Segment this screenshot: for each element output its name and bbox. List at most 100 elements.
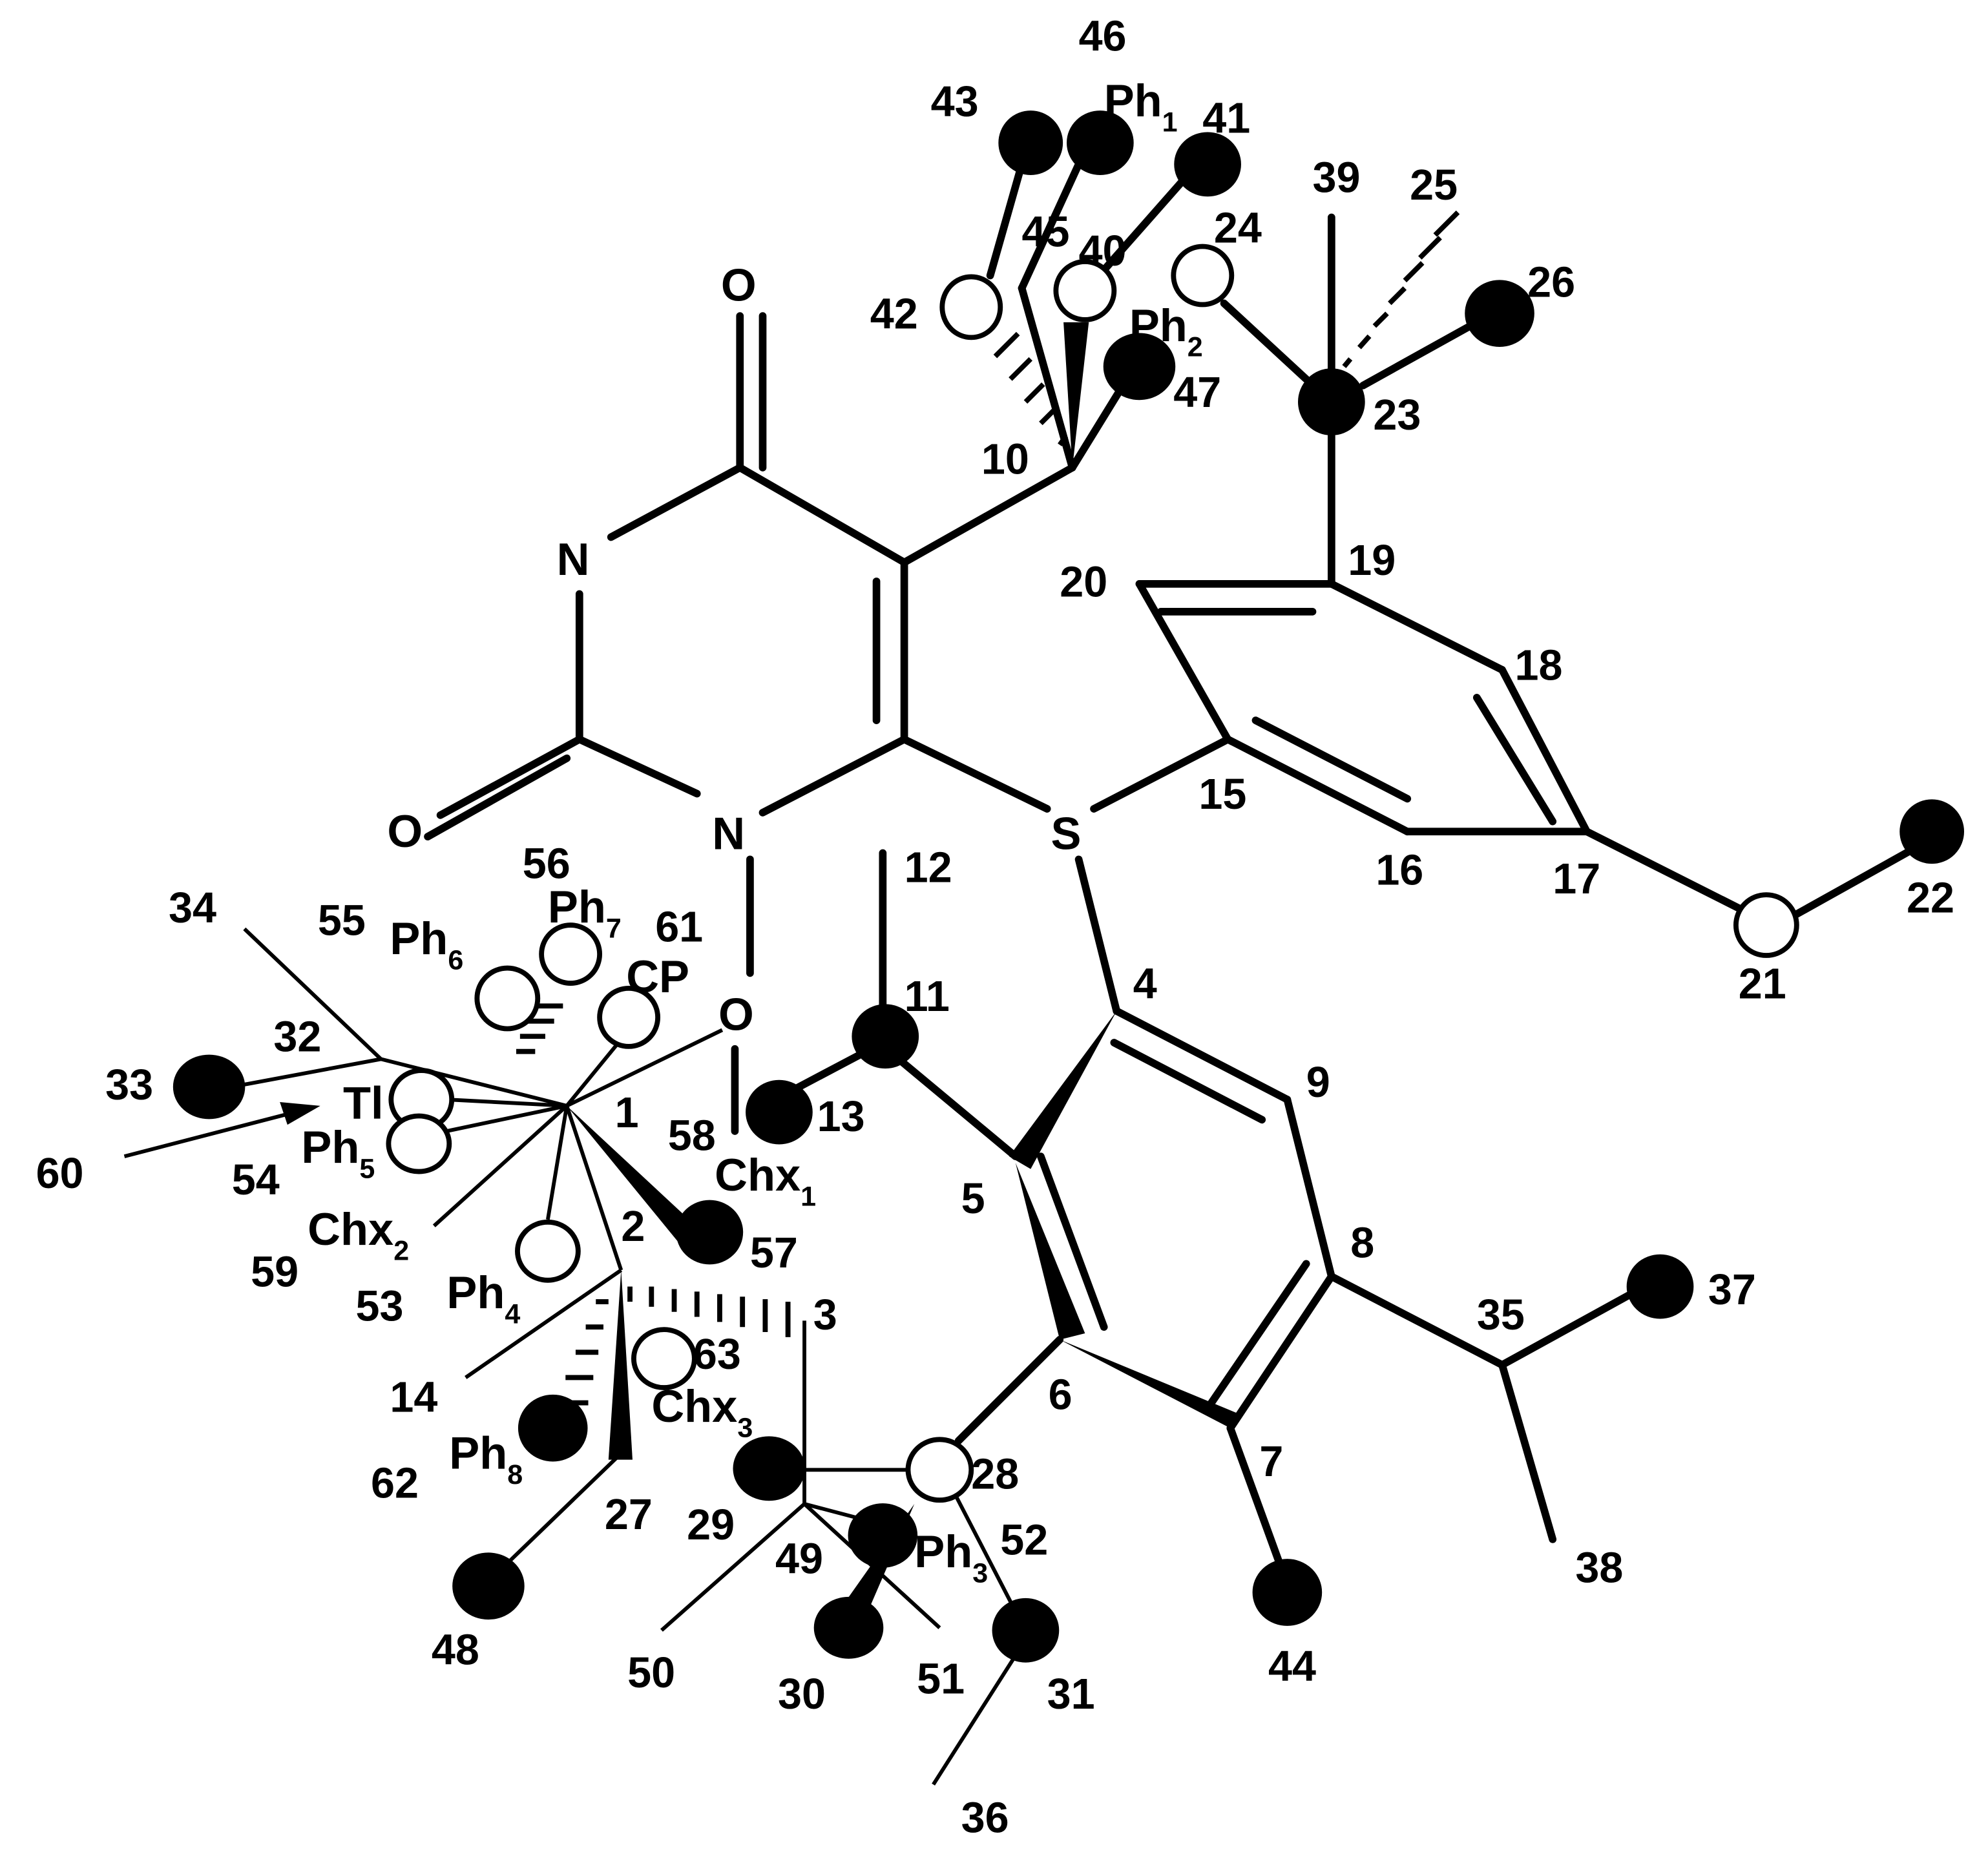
- bond: [1251, 716, 1412, 803]
- bond: [432, 1104, 569, 1227]
- filled-atom: [998, 110, 1063, 175]
- filled-atom: [733, 1436, 806, 1501]
- filled-atom: [1066, 110, 1134, 175]
- atom-number: 9: [1306, 1059, 1330, 1107]
- bond: [759, 735, 908, 817]
- group-label-ph: Ph7: [548, 881, 622, 944]
- bond: [565, 1105, 623, 1271]
- atom-number: 7: [1259, 1438, 1283, 1486]
- bond: [932, 1654, 1018, 1786]
- atom-number: 3: [813, 1291, 837, 1339]
- group-label-ph: Ph2: [1129, 300, 1203, 362]
- wedge-bond: [1009, 1011, 1117, 1169]
- open-atom: [515, 1219, 581, 1283]
- filled-atom: [1626, 1254, 1694, 1319]
- atom-number: 57: [750, 1229, 798, 1277]
- filled-atom: [676, 1200, 744, 1265]
- atom-layer: [173, 110, 1965, 1663]
- filled-atom: [452, 1552, 525, 1620]
- atom-number: 41: [1202, 94, 1250, 142]
- atom-number: 15: [1198, 771, 1246, 818]
- bond: [446, 1103, 567, 1133]
- filled-atom: [518, 1394, 588, 1462]
- bond: [1226, 1273, 1335, 1432]
- atom-number: 42: [870, 291, 918, 339]
- wedge-bond: [608, 1270, 633, 1460]
- filled-atom: [992, 1598, 1060, 1663]
- bond: [380, 1057, 567, 1108]
- bond: [1327, 579, 1506, 674]
- atom-number: 49: [775, 1536, 823, 1583]
- filled-atom: [746, 1079, 813, 1145]
- atom-number: 55: [318, 897, 366, 945]
- atom-number: 56: [523, 840, 570, 888]
- atom-number: 20: [1060, 558, 1107, 606]
- bond: [900, 735, 1051, 813]
- wedge-bond: [1060, 1339, 1237, 1428]
- atom-number: 13: [817, 1093, 865, 1141]
- bond: [446, 1098, 567, 1108]
- bond: [243, 927, 382, 1061]
- open-atom: [597, 985, 661, 1049]
- open-atom: [939, 274, 1003, 340]
- bond-layer: [123, 160, 1917, 1786]
- bond: [1068, 381, 1127, 472]
- group-label-chx: Chx2: [308, 1203, 409, 1266]
- bond: [953, 1493, 1018, 1612]
- atom-number: 16: [1376, 846, 1423, 894]
- atom-number: 52: [1000, 1516, 1048, 1564]
- bond: [1208, 1260, 1310, 1407]
- atom-number: 60: [36, 1150, 84, 1198]
- atom-number: 26: [1527, 259, 1575, 307]
- bond: [736, 463, 908, 567]
- atom-number: 43: [931, 78, 979, 126]
- atom-number: 1: [615, 1089, 639, 1137]
- bond: [1037, 1152, 1108, 1331]
- bond: [465, 1268, 623, 1379]
- group-label-chx: Chx1: [715, 1149, 816, 1212]
- group-label-ph: Ph6: [390, 913, 463, 975]
- arrow-head: [280, 1101, 320, 1125]
- atom-number: 32: [273, 1014, 321, 1061]
- atom-number: 40: [1079, 227, 1127, 275]
- filled-atom: [852, 1004, 919, 1069]
- bond: [1359, 318, 1481, 390]
- wedge-bond: [1015, 1162, 1085, 1340]
- bond: [1472, 694, 1557, 826]
- bond: [1226, 1424, 1285, 1571]
- atom-number: 2: [621, 1203, 645, 1251]
- open-atom: [539, 922, 603, 986]
- bond: [1224, 735, 1412, 836]
- bond: [1074, 855, 1121, 1015]
- filled-atom: [813, 1596, 884, 1659]
- filled-atom: [1252, 1559, 1323, 1626]
- atom-number: 50: [627, 1649, 675, 1697]
- atom-number: 29: [687, 1501, 735, 1549]
- bond: [1498, 1291, 1633, 1369]
- bond: [508, 1452, 623, 1563]
- wedge-bond: [567, 1105, 693, 1245]
- atom-label-S: S: [1051, 808, 1082, 859]
- group-label-cp: CP: [626, 951, 689, 1002]
- bond: [546, 1105, 569, 1220]
- atom-number: 51: [917, 1656, 965, 1703]
- filled-atom: [1899, 799, 1965, 864]
- group-label-ph: Ph4: [446, 1267, 520, 1329]
- bond: [954, 1335, 1064, 1445]
- atom-number: 48: [432, 1627, 479, 1674]
- atom-number: 8: [1350, 1220, 1374, 1267]
- atom-label-O: O: [718, 988, 754, 1039]
- atom-number: 36: [961, 1795, 1009, 1842]
- filled-atom: [1103, 333, 1176, 401]
- atom-number: 39: [1313, 154, 1361, 202]
- atom-number: 17: [1553, 855, 1600, 903]
- group-label-ph: Ph8: [449, 1427, 523, 1490]
- bond: [897, 1057, 1020, 1160]
- group-label-ph: Ph5: [301, 1121, 375, 1184]
- atom-label-N: N: [557, 534, 590, 585]
- atom-number: 5: [961, 1175, 985, 1223]
- atom-number: 45: [1022, 208, 1070, 256]
- atom-number: 44: [1268, 1643, 1316, 1691]
- atom-number: 4: [1133, 961, 1157, 1008]
- atom-number: 35: [1477, 1291, 1525, 1339]
